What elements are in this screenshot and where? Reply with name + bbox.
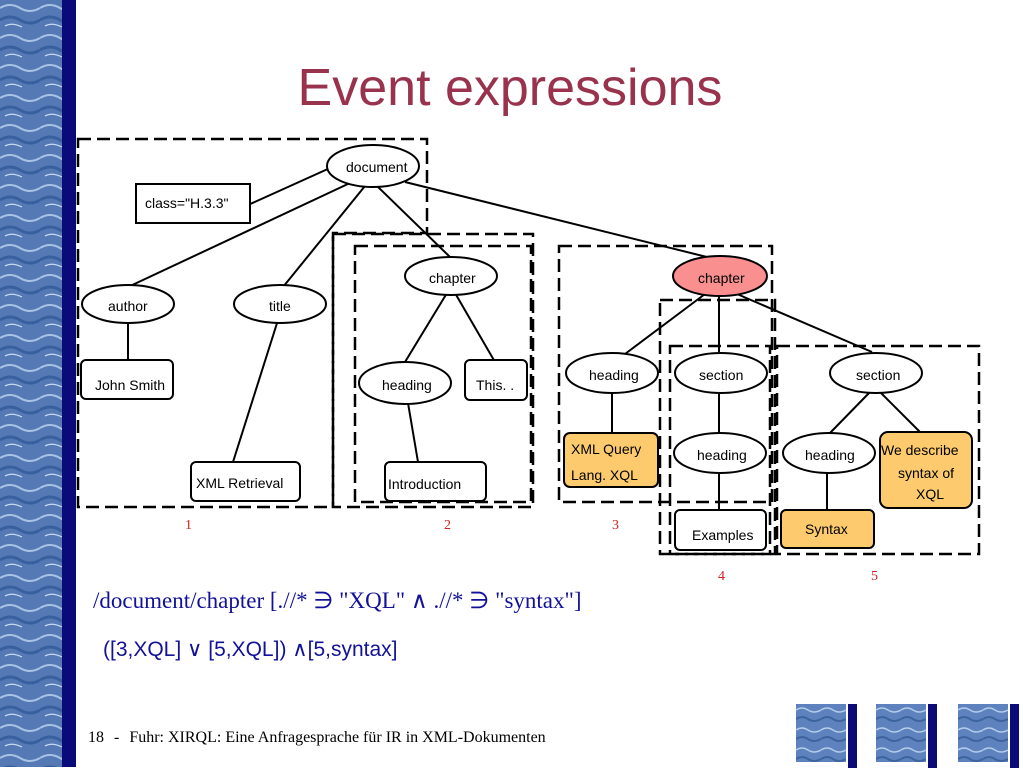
label-this: This. .: [476, 377, 514, 393]
node-examples-box: [674, 509, 767, 551]
page-number: 18: [88, 729, 104, 746]
edge-chapter2-heading2: [624, 293, 706, 355]
node-heading2-ellipse: [565, 352, 659, 394]
decor-tile-bar-2: [928, 704, 937, 768]
label-intro: Introduction: [388, 476, 461, 492]
node-xmlretrieval-box: [190, 461, 301, 502]
node-section2-ellipse: [829, 352, 923, 394]
label-class: class="H.3.3": [145, 195, 229, 211]
label-section1: section: [699, 367, 743, 383]
sidebar-stripe: [62, 0, 76, 767]
edge-document-class: [247, 167, 331, 206]
label-heading3: heading: [697, 447, 747, 463]
label-heading4: heading: [805, 447, 855, 463]
node-chapter1-ellipse: [404, 256, 498, 296]
label-author: author: [108, 298, 148, 314]
node-heading1-ellipse: [358, 361, 452, 405]
label-xmlquery-1: XML Query: [571, 441, 641, 457]
label-xmlretrieval: XML Retrieval: [196, 475, 283, 491]
node-class-box: [135, 183, 251, 224]
region-4-outer: [658, 298, 777, 556]
edge-chapter1-heading1: [404, 292, 448, 363]
label-chapter1: chapter: [429, 270, 476, 286]
label-xmlquery-2: Lang. XQL: [571, 467, 638, 483]
node-wedescribe-box: [879, 431, 973, 509]
label-wedescribe-1: We describe: [881, 442, 959, 458]
sidebar-decoration: [0, 0, 62, 767]
region-label-3: 3: [612, 518, 619, 533]
decor-tile-bar-1: [848, 704, 857, 768]
decor-tile-2: [876, 704, 926, 762]
region-label-5: 5: [871, 569, 878, 584]
region-4: [668, 344, 772, 556]
decor-tile-1: [796, 704, 846, 762]
label-chapter2: chapter: [698, 270, 745, 286]
node-heading4-ellipse: [782, 432, 876, 474]
label-wedescribe-3: XQL: [916, 486, 944, 502]
decor-tile-3: [958, 704, 1008, 762]
region-2-outer: [331, 232, 535, 509]
region-5: [775, 344, 981, 556]
region-label-1: 1: [185, 518, 192, 533]
label-syntax: Syntax: [805, 521, 848, 537]
node-this-box: [464, 359, 528, 401]
label-document: document: [346, 159, 408, 175]
label-heading1: heading: [382, 377, 432, 393]
label-heading2: heading: [589, 367, 639, 383]
footer-text: Fuhr: XIRQL: Eine Anfragesprache für IR …: [129, 729, 546, 746]
decor-tile-bar-3: [1010, 704, 1019, 768]
region-label-2: 2: [444, 518, 451, 533]
node-title-ellipse: [233, 284, 327, 324]
node-syntax-box: [780, 509, 875, 549]
event-expression: ([3,XQL] ∨ [5,XQL]) ∧[5,syntax]: [103, 638, 398, 661]
node-john-box: [80, 359, 174, 400]
region-label-4: 4: [718, 569, 725, 584]
edge-title-xmlretrieval: [232, 319, 279, 463]
xpath-query: /document/chapter [.//* ∋ "XQL" ∧ .//* ∋…: [93, 588, 582, 613]
water-texture: [0, 0, 62, 767]
node-heading3-ellipse: [673, 432, 767, 474]
label-wedescribe-2: syntax of: [898, 465, 954, 481]
edge-heading1-intro: [407, 402, 419, 463]
node-document-ellipse: [326, 144, 420, 188]
edge-document-title: [282, 185, 366, 288]
edge-chapter1-this: [454, 292, 496, 363]
node-section1-ellipse: [674, 352, 768, 394]
label-examples: Examples: [692, 527, 753, 543]
node-xmlquery-box: [563, 432, 659, 488]
edge-document-author: [127, 182, 351, 288]
label-section2: section: [856, 367, 900, 383]
footer-separator: -: [114, 729, 120, 746]
node-chapter2-ellipse: [672, 255, 768, 297]
edge-section2-heading4: [829, 391, 871, 434]
slide-footer: 18 - Fuhr: XIRQL: Eine Anfragesprache fü…: [88, 729, 546, 747]
slide-title: Event expressions: [297, 59, 723, 117]
label-title: title: [269, 298, 291, 314]
label-john: John Smith: [95, 377, 165, 393]
node-intro-box: [384, 461, 487, 502]
node-author-ellipse: [81, 284, 175, 324]
edge-chapter2-section2: [736, 293, 873, 353]
edge-section2-wedescribe: [879, 391, 921, 433]
region-3: [557, 244, 774, 504]
